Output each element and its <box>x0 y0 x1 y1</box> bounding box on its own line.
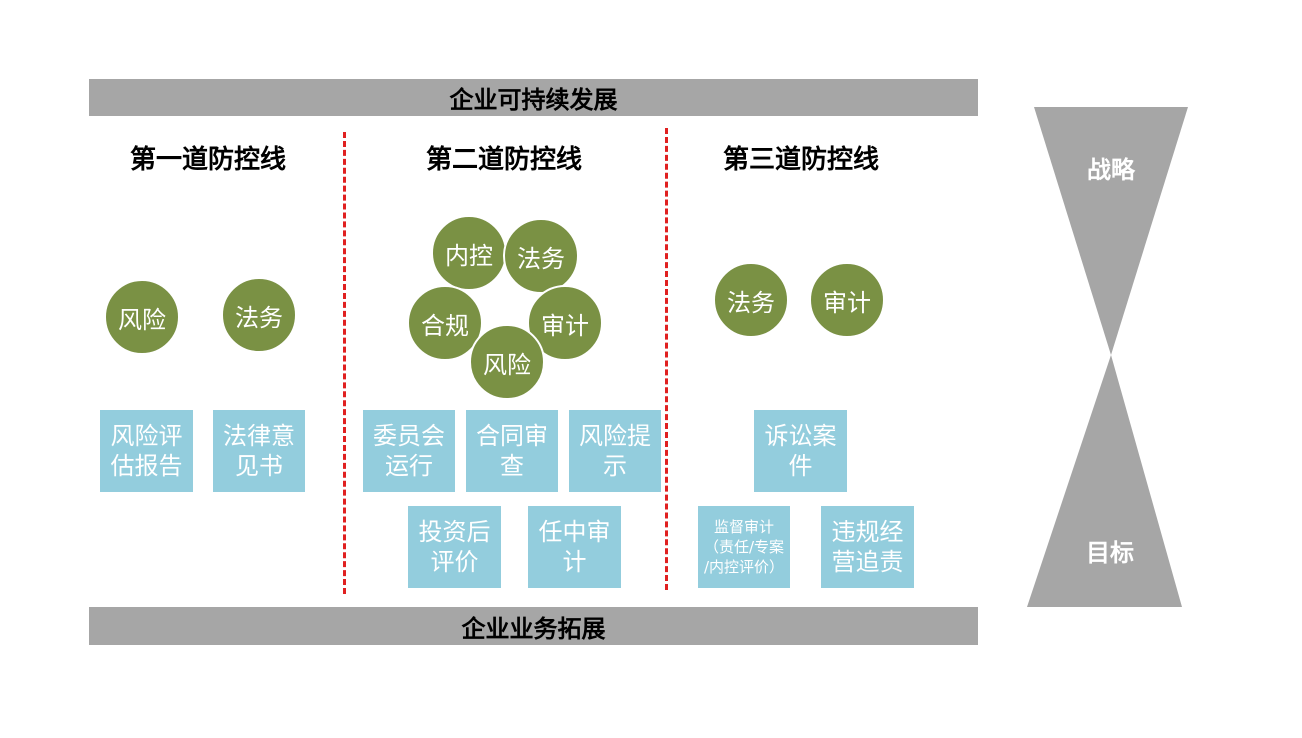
hourglass-shape <box>1027 107 1188 607</box>
heading-line-3: 第三道防控线 <box>722 145 879 175</box>
box-supervision-audit: 监督审计 （责任/专案 /内控评价） <box>698 506 790 588</box>
box-legal-opinion: 法律意 见书 <box>213 410 305 492</box>
divider-2 <box>665 128 668 590</box>
bottom-bar: 企业业务拓展 <box>89 607 978 645</box>
box-litigation-cases: 诉讼案 件 <box>754 410 847 492</box>
top-bar: 企业可持续发展 <box>89 79 978 116</box>
heading-line-1: 第一道防控线 <box>129 145 286 175</box>
circle-internal-control: 内控 <box>431 215 507 291</box>
box-risk-assessment-report: 风险评 估报告 <box>100 410 193 492</box>
circle-risk-2: 风险 <box>469 324 545 400</box>
box-risk-alert: 风险提 示 <box>569 410 661 492</box>
box-violation-accountability: 违规经 营追责 <box>821 506 914 588</box>
box-in-term-audit: 任中审 计 <box>528 506 621 588</box>
box-committee-operation: 委员会 运行 <box>363 410 455 492</box>
box-contract-review: 合同审 查 <box>466 410 558 492</box>
circle-compliance: 合规 <box>407 285 483 361</box>
circle-audit: 审计 <box>527 285 603 361</box>
heading-line-2: 第二道防控线 <box>425 145 582 175</box>
hourglass-top-triangle <box>1034 107 1188 355</box>
circle-legal: 法务 <box>221 277 297 353</box>
strategy-label: 战略 <box>1087 156 1135 184</box>
circle-legal-2: 法务 <box>503 218 579 294</box>
circle-legal-3: 法务 <box>713 262 789 338</box>
box-post-investment-evaluation: 投资后 评价 <box>408 506 501 588</box>
divider-1 <box>343 132 346 594</box>
circle-risk: 风险 <box>104 279 180 355</box>
goal-label: 目标 <box>1086 539 1134 567</box>
hourglass-bottom-triangle <box>1027 355 1182 607</box>
circle-audit-3: 审计 <box>809 262 885 338</box>
